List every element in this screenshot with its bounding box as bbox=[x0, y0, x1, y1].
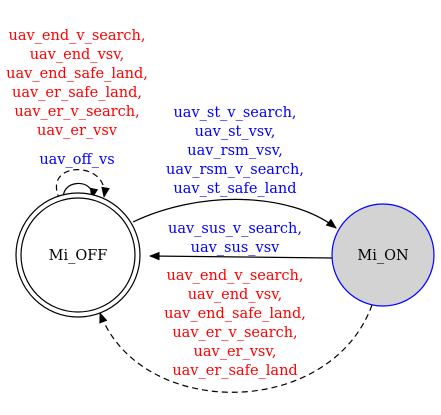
edge-label: uav_sus_vsv bbox=[191, 240, 281, 256]
edge-label: uav_st_safe_land bbox=[173, 181, 296, 197]
edge-label: uav_rsm_v_search, bbox=[166, 162, 304, 178]
node-mi-off: Mi_OFF bbox=[15, 192, 141, 318]
on-to-off-solid-edge bbox=[148, 251, 334, 261]
edge-label: uav_end_vsv, bbox=[30, 47, 125, 63]
edge-label: uav_er_v_search, bbox=[14, 104, 139, 120]
on-to-off-solid-labels: uav_sus_v_search, uav_sus_vsv bbox=[168, 221, 302, 256]
edge-label: uav_end_v_search, bbox=[167, 268, 304, 284]
edge-label: uav_er_vsv, bbox=[194, 344, 277, 360]
self-loop-dashed-edge bbox=[55, 169, 110, 201]
edge-label: uav_st_vsv, bbox=[195, 124, 276, 140]
edge-label: uav_er_v_search, bbox=[172, 325, 297, 341]
node-mi-on-label: Mi_ON bbox=[357, 248, 409, 264]
on-to-off-dashed-edge bbox=[99, 304, 373, 393]
edge-label: uav_end_safe_land, bbox=[6, 66, 148, 82]
edge-label: uav_er_safe_land bbox=[172, 363, 297, 379]
edge-label: uav_st_v_search, bbox=[173, 105, 296, 121]
on-to-off-dashed-labels: uav_end_v_search, uav_end_vsv, uav_end_s… bbox=[164, 268, 306, 379]
edge-label: uav_end_safe_land, bbox=[164, 306, 306, 322]
edge-label: uav_off_vs bbox=[39, 152, 114, 168]
off-to-on-edge bbox=[132, 198, 337, 229]
self-loop-blue-labels: uav_off_vs bbox=[39, 152, 114, 168]
edge-label: uav_rsm_vsv, bbox=[187, 143, 283, 159]
edge-label: uav_end_v_search, bbox=[9, 28, 146, 44]
node-mi-off-label: Mi_OFF bbox=[49, 248, 108, 264]
node-mi-on: Mi_ON bbox=[331, 203, 435, 307]
off-to-on-labels: uav_st_v_search, uav_st_vsv, uav_rsm_vsv… bbox=[166, 105, 304, 197]
edge-label: uav_er_safe_land, bbox=[12, 85, 142, 101]
edge-label: uav_er_vsv bbox=[37, 123, 118, 139]
self-loop-red-labels: uav_end_v_search, uav_end_vsv, uav_end_s… bbox=[6, 28, 148, 139]
edge-label: uav_sus_v_search, bbox=[168, 221, 302, 237]
edge-label: uav_end_vsv, bbox=[188, 287, 283, 303]
